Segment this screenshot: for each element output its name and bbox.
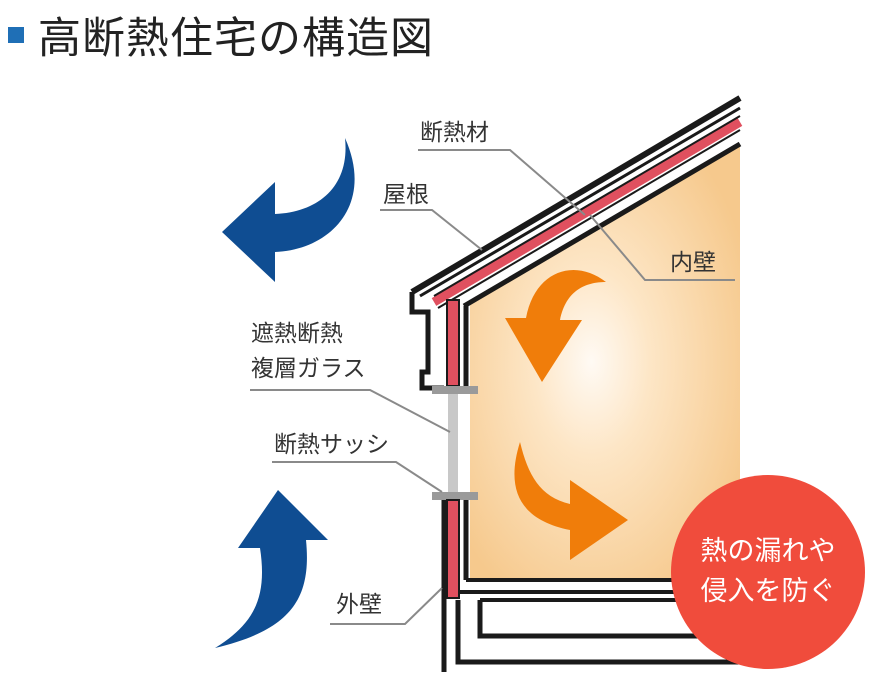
label-glass-line1: 遮熱断熱 [251, 321, 343, 347]
badge-line1: 熱の漏れや [701, 536, 836, 567]
roof-insulation [431, 118, 743, 306]
foundation [441, 592, 740, 672]
interior-space [470, 146, 740, 578]
roof-outer-line [410, 95, 742, 295]
leader-outer-wall [330, 587, 443, 625]
page-title: 高断熱住宅の構造図 [8, 0, 434, 70]
lower-wall-insulation [446, 499, 460, 599]
label-insulation: 断熱材 [420, 120, 489, 146]
leader-roof [380, 209, 483, 251]
label-inner-wall: 内壁 [670, 250, 716, 276]
badge-circle [671, 475, 865, 669]
warm-air-arrow-bottom-icon [514, 442, 628, 560]
title-bullet-icon [8, 27, 24, 43]
leader-inner-wall [589, 214, 735, 281]
eave [409, 292, 444, 391]
label-sash: 断熱サッシ [274, 432, 389, 458]
window-glass [448, 394, 458, 492]
label-outer-wall: 外壁 [336, 592, 382, 618]
title-text: 高断熱住宅の構造図 [38, 14, 434, 64]
label-glass-line2: 複層ガラス [251, 356, 366, 382]
roof-insulation-border [433, 115, 741, 309]
heat-in-arrow-icon [215, 490, 328, 648]
label-roof: 屋根 [383, 182, 429, 208]
badge: 熱の漏れや 侵入を防ぐ [671, 475, 865, 669]
upper-wall-insulation [446, 299, 460, 387]
warm-air-arrow-top-icon [505, 270, 606, 382]
leader-insulation [418, 149, 586, 216]
badge-line2: 侵入を防ぐ [701, 576, 836, 607]
roof-inner-line [462, 141, 742, 309]
roof-gap-line [419, 106, 741, 298]
leader-sash [272, 461, 443, 493]
window-frame-top [432, 386, 478, 394]
heat-out-arrow-icon [222, 138, 355, 282]
leader-glass [250, 389, 451, 433]
window-frame-bottom [432, 492, 478, 500]
